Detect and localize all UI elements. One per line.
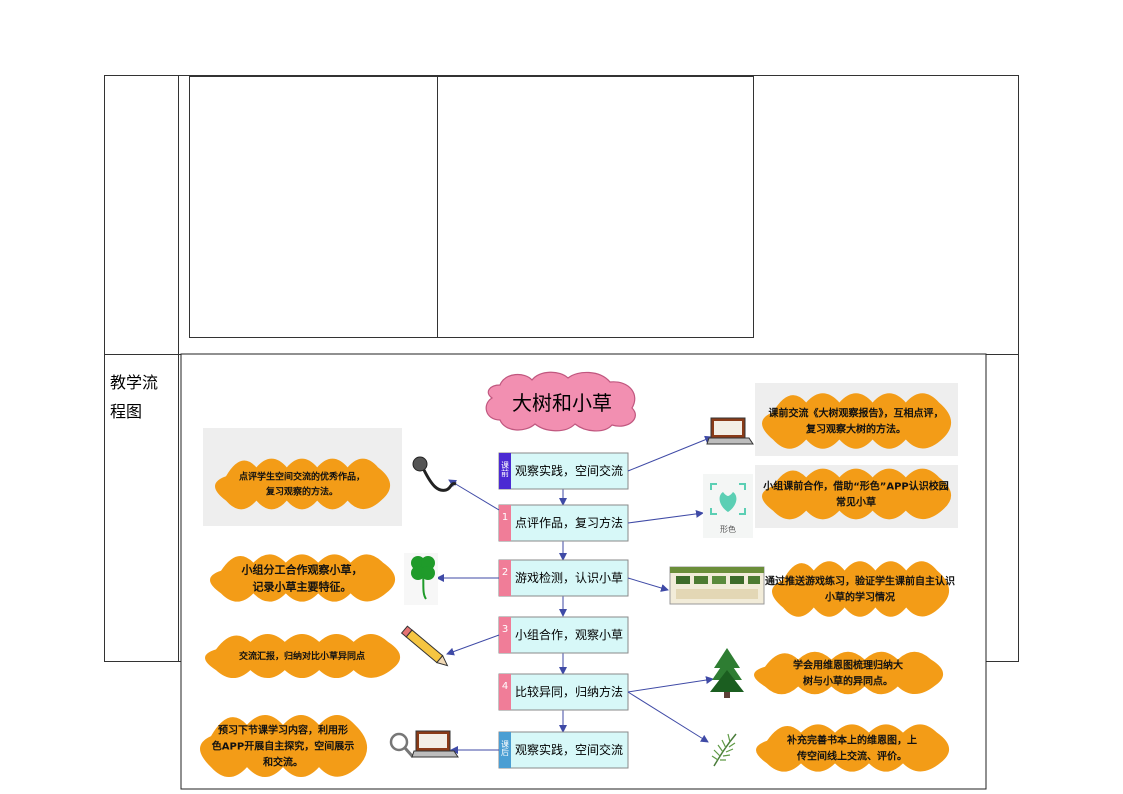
note-text: 树与小草的异同点。: [803, 675, 893, 688]
row-label: 教学流程图: [110, 373, 159, 421]
magnifier-icon: [389, 732, 415, 758]
note-text: 通过推送游戏练习，验证学生课前自主认识: [765, 575, 955, 588]
note-text: 传空间线上交流、评价。: [796, 750, 907, 763]
flow-step: 2 游戏检测，认识小草: [498, 559, 629, 597]
step-text: 观察实践，空间交流: [515, 463, 623, 478]
note-text: 补充完善书本上的维恩图，上: [786, 734, 917, 747]
note-text: 小草的学习情况: [824, 591, 895, 604]
note-cloud: 交流汇报，归纳对比小草异同点: [205, 633, 401, 679]
inner-table-divider: [437, 76, 438, 338]
clover-icon: [404, 553, 438, 605]
app-label: 形色: [720, 524, 736, 534]
table-border-bottom-left: [104, 661, 182, 662]
step-tag: 课后: [501, 740, 510, 757]
pencil-icon: [400, 625, 449, 667]
pine-tree-icon: [710, 648, 744, 698]
note-text: 点评学生空间交流的优秀作品，: [239, 471, 365, 483]
step-tag: 4: [502, 681, 508, 692]
note-cloud: 小组分工合作观察小草， 记录小草主要特征。: [210, 554, 396, 602]
step-tag: 2: [502, 567, 508, 578]
step-text: 游戏检测，认识小草: [515, 570, 623, 585]
step-tag: 课前: [501, 461, 510, 478]
note-text: 复习观察的方法。: [265, 486, 338, 498]
table-column-divider: [178, 75, 179, 662]
note-text: 常见小草: [836, 496, 876, 509]
note-text: 和交流。: [262, 756, 303, 769]
note-text: 记录小草主要特征。: [253, 579, 352, 593]
step-text: 比较异同，归纳方法: [515, 684, 623, 699]
step-tag: 1: [502, 512, 508, 523]
game-screenshot-icon: [669, 566, 765, 605]
laptop-icon: [411, 730, 459, 758]
flow-step: 4 比较异同，归纳方法: [498, 673, 629, 711]
flow-step: 课后 观察实践，空间交流: [498, 731, 629, 769]
table-border-bottom-right: [986, 661, 1019, 662]
flow-step: 1 点评作品，复习方法: [498, 504, 629, 542]
step-tag: 3: [502, 624, 508, 635]
note-text: 学会用维恩图梳理归纳大: [793, 659, 903, 672]
note-text: 课前交流《大树观察报告》，互相点评，: [769, 407, 944, 420]
flow-step: 3 小组合作，观察小草: [498, 616, 629, 654]
laptop-icon: [706, 417, 754, 445]
step-text: 小组合作，观察小草: [515, 627, 623, 642]
microphone-icon: [412, 456, 457, 492]
note-text: 小组课前合作，借助“形色”APP认识校园: [762, 480, 949, 493]
note-text: 交流汇报，归纳对比小草异同点: [239, 650, 365, 662]
table-border-right: [1018, 75, 1019, 662]
flow-step: 课前 观察实践，空间交流: [498, 452, 629, 490]
title-cloud: [485, 371, 636, 432]
side-arrows: [436, 435, 714, 754]
step-text: 点评作品，复习方法: [515, 515, 623, 530]
note-cloud: 点评学生空间交流的优秀作品， 复习观察的方法。: [215, 458, 391, 510]
fern-icon: [711, 733, 737, 767]
table-border-top: [104, 75, 1019, 76]
xingse-app-icon: 形色: [703, 474, 753, 538]
note-text: 复习观察大树的方法。: [805, 423, 906, 436]
note-cloud: 课前交流《大树观察报告》，互相点评， 复习观察大树的方法。: [762, 393, 952, 449]
note-text: 预习下节课学习内容，利用形: [218, 724, 348, 737]
note-text: 小组分工合作观察小草，: [241, 562, 363, 576]
table-border-left: [104, 75, 105, 662]
inner-table: [189, 76, 754, 338]
note-text: 色APP开展自主探究，空间展示: [212, 740, 354, 753]
step-text: 观察实践，空间交流: [515, 742, 623, 757]
flow-title: 大树和小草: [512, 391, 612, 415]
